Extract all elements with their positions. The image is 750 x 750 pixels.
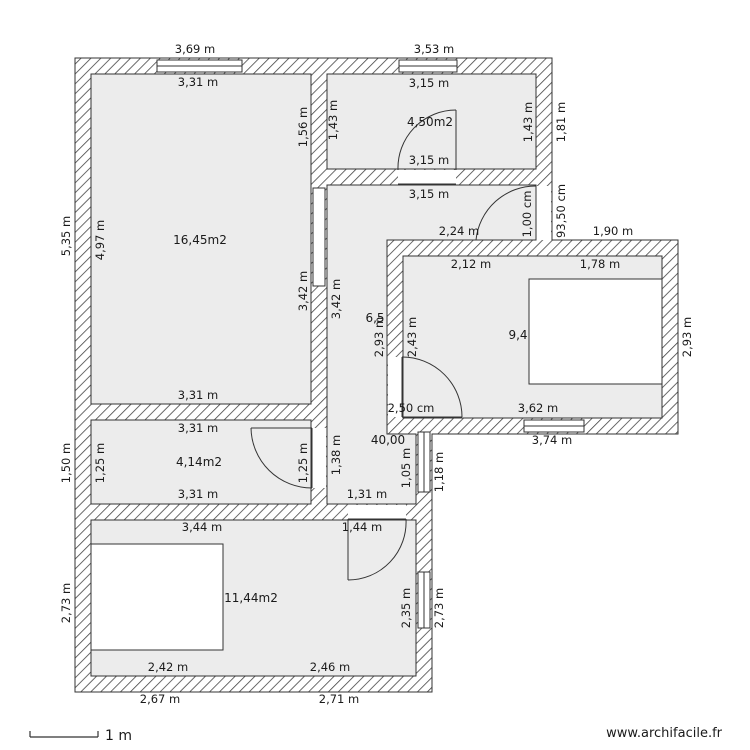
dim-d-top-b: 1,44 m (342, 520, 382, 534)
dim-a-bot: 3,31 m (178, 388, 218, 402)
dim-r-190: 1,90 m (593, 224, 633, 238)
dim-corr-131: 1,31 m (347, 487, 387, 501)
door-opening-top-mid (398, 170, 456, 184)
door-opening-right-top (536, 186, 551, 240)
area-corridor-2: 40,00 (371, 433, 405, 447)
credit-text: www.archifacile.fr (606, 726, 722, 741)
dim-b-right-v: 1,43 m (521, 102, 535, 142)
dim-d-right-int: 2,35 m (399, 588, 413, 628)
dim-top-b-low: 3,15 m (409, 187, 449, 201)
dim-r-178: 1,78 m (580, 257, 620, 271)
doors (250, 109, 551, 581)
dim-a-right-v: 1,56 m (296, 107, 310, 147)
dim-r-right-v: 2,93 m (680, 317, 694, 357)
dim-corr-v1: 3,42 m (296, 271, 310, 311)
dim-top-a-ext: 3,69 m (175, 42, 215, 56)
area-labels: 16,45m2 4,50m2 9,4 4,14m2 11,44m2 6,5 40… (173, 115, 527, 605)
dim-r-224: 2,24 m (439, 224, 479, 238)
scale-label: 1 m (105, 728, 132, 744)
bed-right-room (528, 278, 663, 385)
room-small-left (90, 419, 312, 505)
area-corridor: 6,5 (365, 311, 384, 325)
dim-top-b-mid: 3,15 m (409, 153, 449, 167)
dim-c-left-v-int: 1,25 m (93, 443, 107, 483)
dim-corr-105: 1,05 m (399, 448, 413, 488)
dim-left-v-ext: 5,35 m (59, 216, 73, 256)
door-opening-bottom (348, 505, 406, 519)
dim-corr-v2: 3,42 m (329, 279, 343, 319)
windows (156, 59, 585, 629)
dim-d-left-ext: 2,73 m (59, 583, 73, 623)
dim-b-ext-v: 1,81 m (554, 102, 568, 142)
door-opening-small-left (312, 428, 326, 488)
dim-door-v: 1,00 cm (520, 191, 534, 238)
dim-c-left-v-ext: 1,50 m (59, 443, 73, 483)
dimension-labels-vertical: 5,35 m 4,97 m 1,56 m 1,43 m 1,43 m 1,81 … (59, 100, 694, 628)
dim-left-v-int: 4,97 m (93, 220, 107, 260)
scale-bar: 1 m (29, 728, 132, 744)
dim-d-top-a: 3,44 m (182, 520, 222, 534)
dim-r-212: 2,12 m (451, 257, 491, 271)
area-right-room: 9,4 (508, 328, 527, 342)
dim-d-bot-int-a: 2,42 m (148, 660, 188, 674)
dim-d-bot-ext-a: 2,67 m (140, 692, 180, 706)
dim-d-bot-int-b: 2,46 m (310, 660, 350, 674)
dim-top-a-int: 3,31 m (178, 75, 218, 89)
dim-corr-118: 1,18 m (432, 452, 446, 492)
window-corridor-wall (312, 187, 326, 287)
room-top-left (90, 73, 312, 405)
dim-r-left-v2: 2,43 m (405, 317, 419, 357)
door-opening-right-room (388, 357, 402, 417)
dim-c-top: 3,31 m (178, 421, 218, 435)
dim-c-bot: 3,31 m (178, 487, 218, 501)
dim-b-left-v: 1,43 m (326, 100, 340, 140)
dim-right-top-v: 93,50 cm (554, 184, 568, 238)
area-top-mid: 4,50m2 (407, 115, 453, 129)
dim-r-bot-int: 3,62 m (518, 401, 558, 415)
dimension-labels-horizontal: 3,69 m 3,31 m 3,53 m 3,15 m 3,15 m 3,15 … (140, 42, 633, 706)
dim-top-b-ext: 3,53 m (414, 42, 454, 56)
dim-c-right-v: 1,25 m (296, 443, 310, 483)
dim-d-bot-ext-b: 2,71 m (319, 692, 359, 706)
room-top-mid (326, 73, 537, 170)
dim-top-b-int: 3,15 m (409, 76, 449, 90)
dim-r-door: 2,50 cm (388, 401, 435, 415)
area-bottom: 11,44m2 (224, 591, 278, 605)
area-top-left: 16,45m2 (173, 233, 227, 247)
dim-r-bot-ext: 3,74 m (532, 433, 572, 447)
dim-corr-138: 1,38 m (329, 435, 343, 475)
area-small-left: 4,14m2 (176, 455, 222, 469)
dim-r-left-v1: 2,93 m (372, 317, 386, 357)
bed-bottom-room (90, 543, 224, 651)
dim-d-right-ext: 2,73 m (432, 588, 446, 628)
furniture (90, 278, 663, 651)
